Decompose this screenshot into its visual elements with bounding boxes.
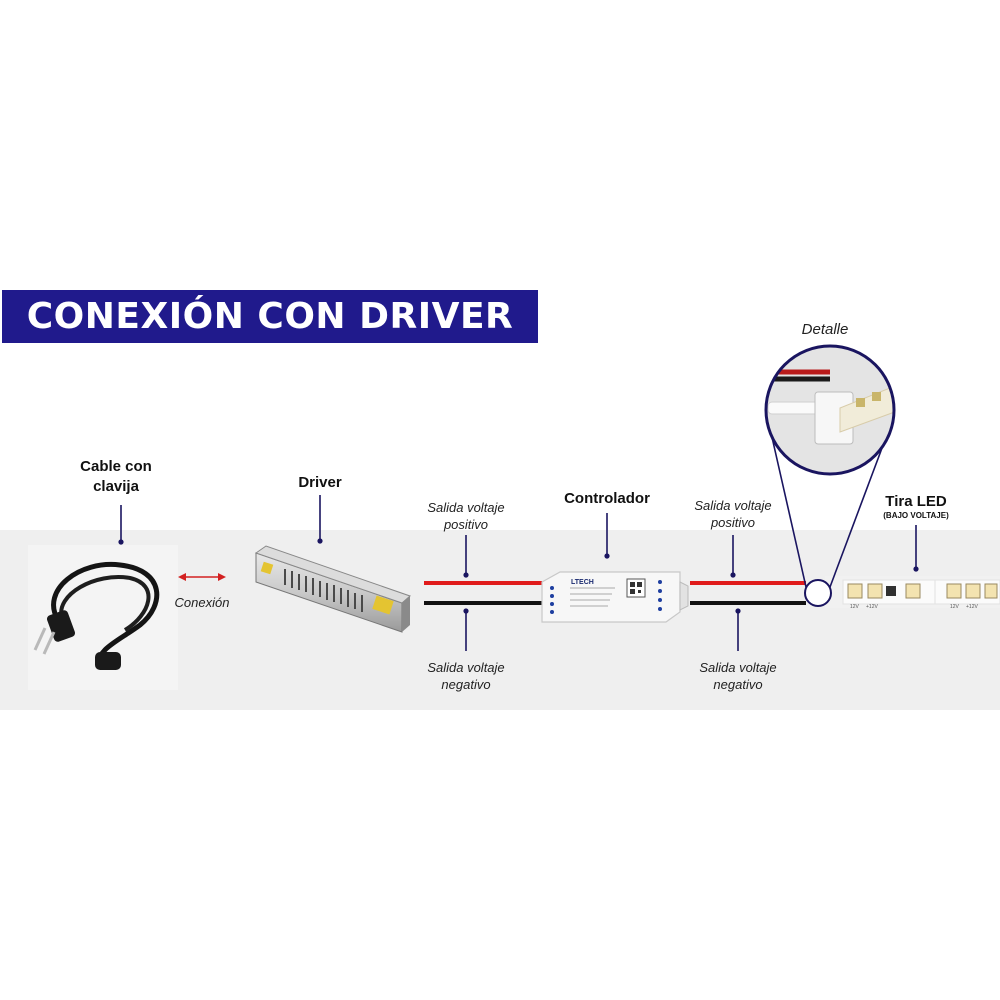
label-conexion: Conexión (174, 595, 230, 610)
label-tira-led: Tira LED (885, 493, 947, 510)
strip-mark-1: 12V (850, 604, 860, 610)
zoom-line-left (768, 423, 807, 588)
strip-mark-2: +12V (866, 604, 878, 610)
pointer-lines (118, 495, 919, 651)
label-neg-1-line1: Salida voltaje (427, 660, 505, 675)
title-part1: CONEXIÓN CON (26, 296, 360, 337)
controller-brand: LTECH (571, 579, 594, 586)
title-banner: CONEXIÓN CON DRIVER (2, 290, 538, 343)
label-pos-1: Salida voltaje positivo (406, 499, 526, 533)
label-neg-2-line2: negativo (713, 677, 763, 692)
strip-mark-4: +12V (966, 604, 978, 610)
label-detalle: Detalle (801, 321, 849, 338)
label-neg-1-line2: negativo (441, 677, 491, 692)
label-neg-1: Salida voltaje negativo (406, 659, 526, 693)
led-strip-image: 12V +12V 12V +12V (825, 576, 1000, 610)
label-pos-2-line1: Salida voltaje (694, 498, 772, 513)
detail-circle (764, 344, 896, 476)
label-neg-2-line1: Salida voltaje (699, 660, 777, 675)
label-cable-line2: clavija (93, 478, 139, 495)
label-tira-sub: (BAJO VOLTAJE) (883, 511, 949, 520)
label-cable: Cable con clavija (54, 457, 178, 497)
driver-image (254, 545, 411, 633)
power-cable-image (28, 545, 178, 690)
controller-image: LTECH (541, 571, 689, 623)
title-part2: DRIVER (359, 296, 514, 337)
label-pos-2-line2: positivo (710, 515, 756, 530)
label-neg-2: Salida voltaje negativo (678, 659, 798, 693)
label-cable-line1: Cable con (80, 458, 152, 475)
label-controller: Controlador (564, 490, 650, 507)
label-pos-2: Salida voltaje positivo (673, 497, 793, 531)
zoom-line-right (829, 431, 889, 588)
label-pos-1-line1: Salida voltaje (427, 500, 505, 515)
label-driver: Driver (298, 474, 342, 491)
conexion-arrow (178, 573, 226, 581)
connector-circle (804, 579, 832, 607)
strip-mark-3: 12V (950, 604, 960, 610)
label-pos-1-line2: positivo (443, 517, 489, 532)
